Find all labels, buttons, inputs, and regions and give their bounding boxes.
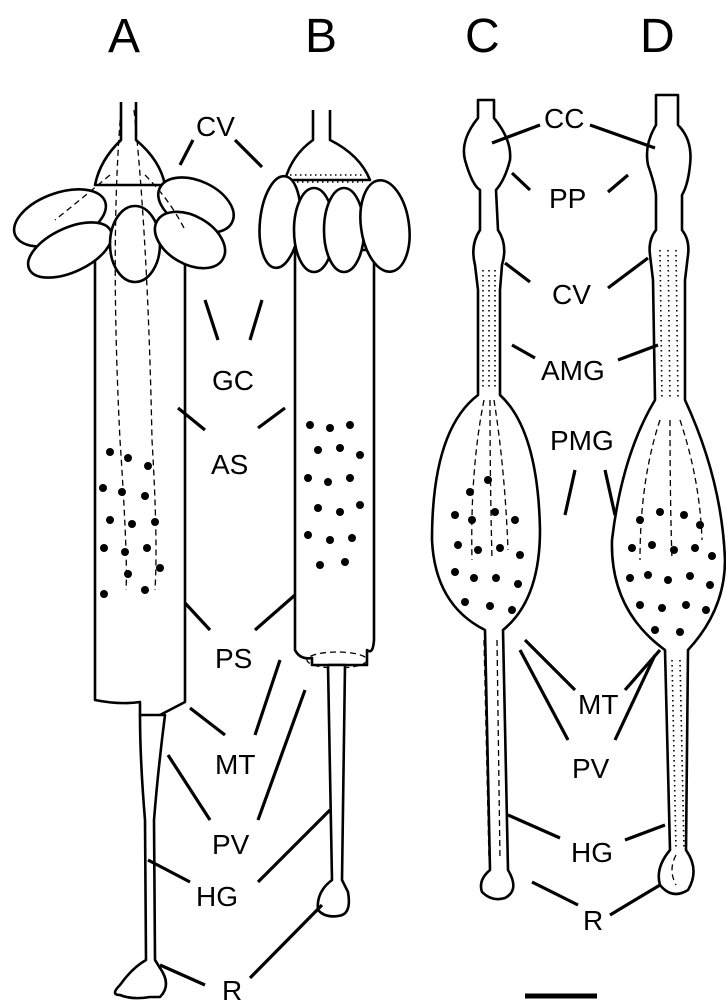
label-cv-left: CV [196, 111, 235, 142]
label-pmg: PMG [550, 425, 614, 456]
panel-label-c: C [465, 10, 500, 63]
specimen-d [612, 95, 725, 894]
label-r-left: R [222, 975, 242, 1002]
label-gc: GC [212, 365, 254, 396]
label-hg-right: HG [571, 837, 613, 868]
label-ps: PS [215, 643, 252, 674]
label-amg: AMG [541, 355, 605, 386]
b-hindgut [318, 665, 349, 916]
c-foregut [432, 100, 540, 899]
panel-label-a: A [108, 10, 140, 63]
panel-label-d: D [640, 10, 675, 63]
specimen-c [432, 100, 540, 899]
label-r-right: R [583, 905, 603, 936]
label-pp: PP [549, 183, 586, 214]
a-esophagus [95, 102, 165, 185]
specimen-a [6, 102, 242, 998]
b-caecum [324, 188, 364, 272]
label-pv-left: PV [212, 829, 250, 860]
a-hindgut [115, 715, 166, 998]
label-mt-left: MT [215, 749, 255, 780]
label-mt-right: MT [578, 689, 618, 720]
specimen-b [255, 110, 415, 916]
label-hg-left: HG [196, 881, 238, 912]
a-midgut [95, 230, 185, 717]
label-cv-right: CV [552, 279, 591, 310]
label-cc: CC [544, 103, 584, 134]
label-as: AS [211, 449, 248, 480]
b-esophagus [285, 110, 370, 180]
label-pv-right: PV [572, 753, 610, 784]
panel-label-b: B [305, 10, 337, 63]
d-foregut [612, 95, 725, 894]
a-caecum [110, 206, 160, 282]
